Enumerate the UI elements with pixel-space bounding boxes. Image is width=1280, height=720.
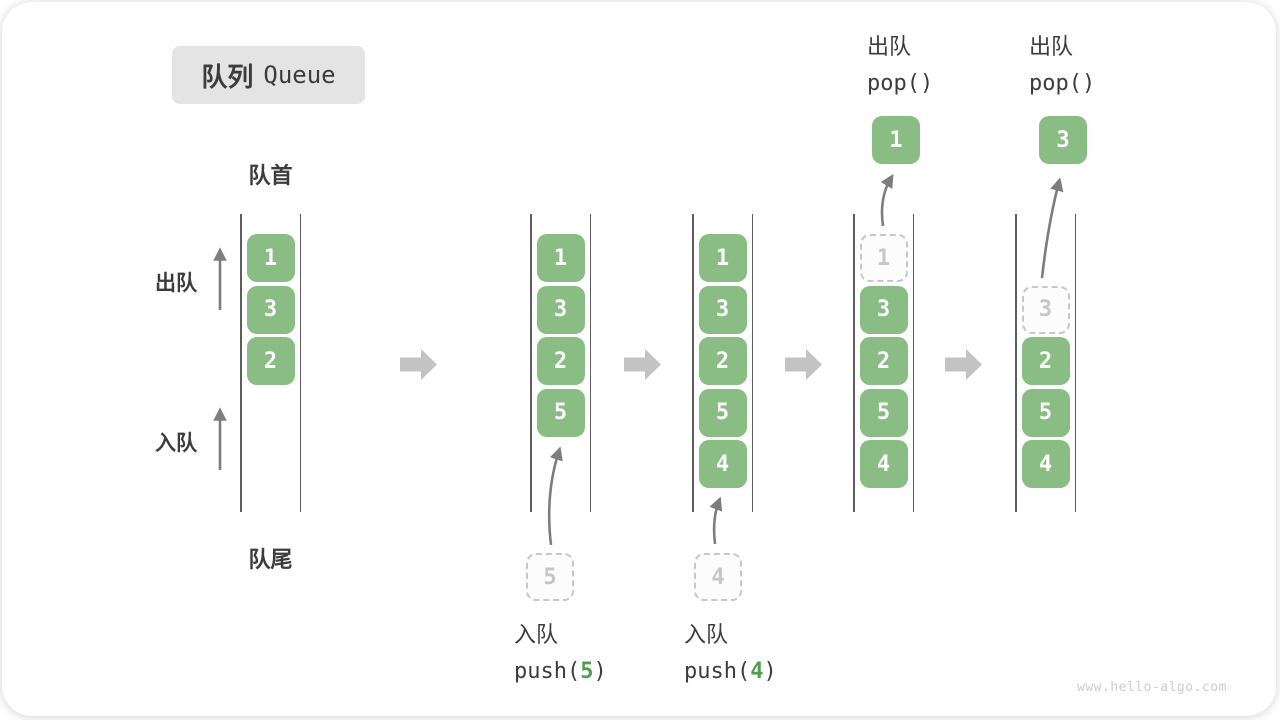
- popped-element: 3: [1039, 116, 1087, 164]
- queue-front-label: 队首: [248, 163, 293, 188]
- step-arrow-icon: [945, 349, 982, 380]
- pop-operation-label: 出队 pop(): [867, 34, 933, 97]
- step-arrow-icon: [785, 349, 822, 380]
- queue-element: 5: [1021, 388, 1070, 437]
- queue-state-5: 3 2 5 4: [1015, 214, 1076, 512]
- op-code: pop(): [867, 70, 934, 96]
- dequeue-side-label: 出队: [155, 272, 197, 295]
- op-code: push(4): [684, 658, 777, 684]
- queue-element: 3: [859, 285, 908, 334]
- push-operation-label: 入队 push(4): [684, 622, 777, 685]
- queue-state-1: 1 3 2: [240, 214, 301, 512]
- queue-rail: [589, 214, 591, 512]
- watermark: www.hello-algo.com: [1077, 680, 1227, 695]
- op-code: pop(): [1029, 70, 1096, 96]
- queue-element: 3: [246, 285, 295, 334]
- queue-element: 2: [1021, 337, 1070, 385]
- pop-operation-label: 出队 pop(): [1029, 34, 1095, 97]
- popped-element: 1: [872, 116, 920, 164]
- queue-element: 2: [698, 337, 747, 385]
- op-action: 入队: [684, 622, 729, 647]
- push-operation-label: 入队 push(5): [514, 622, 607, 685]
- queue-rail: [1074, 214, 1076, 512]
- op-action: 入队: [514, 622, 559, 647]
- op-action: 出队: [1029, 34, 1074, 59]
- queue-element: 4: [698, 440, 747, 488]
- staged-element: 5: [526, 553, 574, 601]
- queue-element: 3: [536, 285, 585, 334]
- queue-state-3: 1 3 2 5 4: [692, 214, 753, 512]
- queue-rail: [530, 214, 532, 512]
- op-action: 出队: [867, 34, 912, 59]
- queue-element: 1: [536, 234, 585, 282]
- queue-element: 3: [698, 285, 747, 334]
- queue-element-removed: 1: [859, 234, 908, 282]
- queue-rail: [299, 214, 301, 512]
- op-code: push(5): [514, 658, 607, 684]
- queue-element-removed: 3: [1021, 285, 1070, 334]
- queue-rail: [912, 214, 914, 512]
- queue-rear-label: 队尾: [248, 547, 293, 572]
- queue-element: 4: [859, 440, 908, 488]
- queue-element: 1: [246, 234, 295, 282]
- staged-element: 4: [694, 553, 742, 601]
- queue-element: 4: [1021, 440, 1070, 488]
- queue-element: 2: [246, 337, 295, 385]
- queue-rail: [751, 214, 753, 512]
- enqueue-side-label: 入队: [155, 432, 197, 455]
- step-arrow-icon: [400, 349, 437, 380]
- queue-rail: [853, 214, 855, 512]
- queue-element: 2: [859, 337, 908, 385]
- op-code-arg: 5: [580, 658, 594, 684]
- op-code-arg: 4: [750, 658, 764, 684]
- queue-element: 2: [536, 337, 585, 385]
- queue-element: 5: [859, 388, 908, 437]
- title-en: Queue: [263, 61, 336, 89]
- queue-state-2: 1 3 2 5: [530, 214, 591, 512]
- queue-element: 5: [698, 388, 747, 437]
- queue-rail: [692, 214, 694, 512]
- title-zh: 队列: [201, 61, 254, 92]
- queue-element: 5: [536, 388, 585, 437]
- queue-rail: [1015, 214, 1017, 512]
- queue-rail: [240, 214, 242, 512]
- queue-state-4: 1 3 2 5 4: [853, 214, 914, 512]
- queue-element: 1: [698, 234, 747, 282]
- title-badge: 队列 Queue: [172, 46, 365, 104]
- step-arrow-icon: [624, 349, 661, 380]
